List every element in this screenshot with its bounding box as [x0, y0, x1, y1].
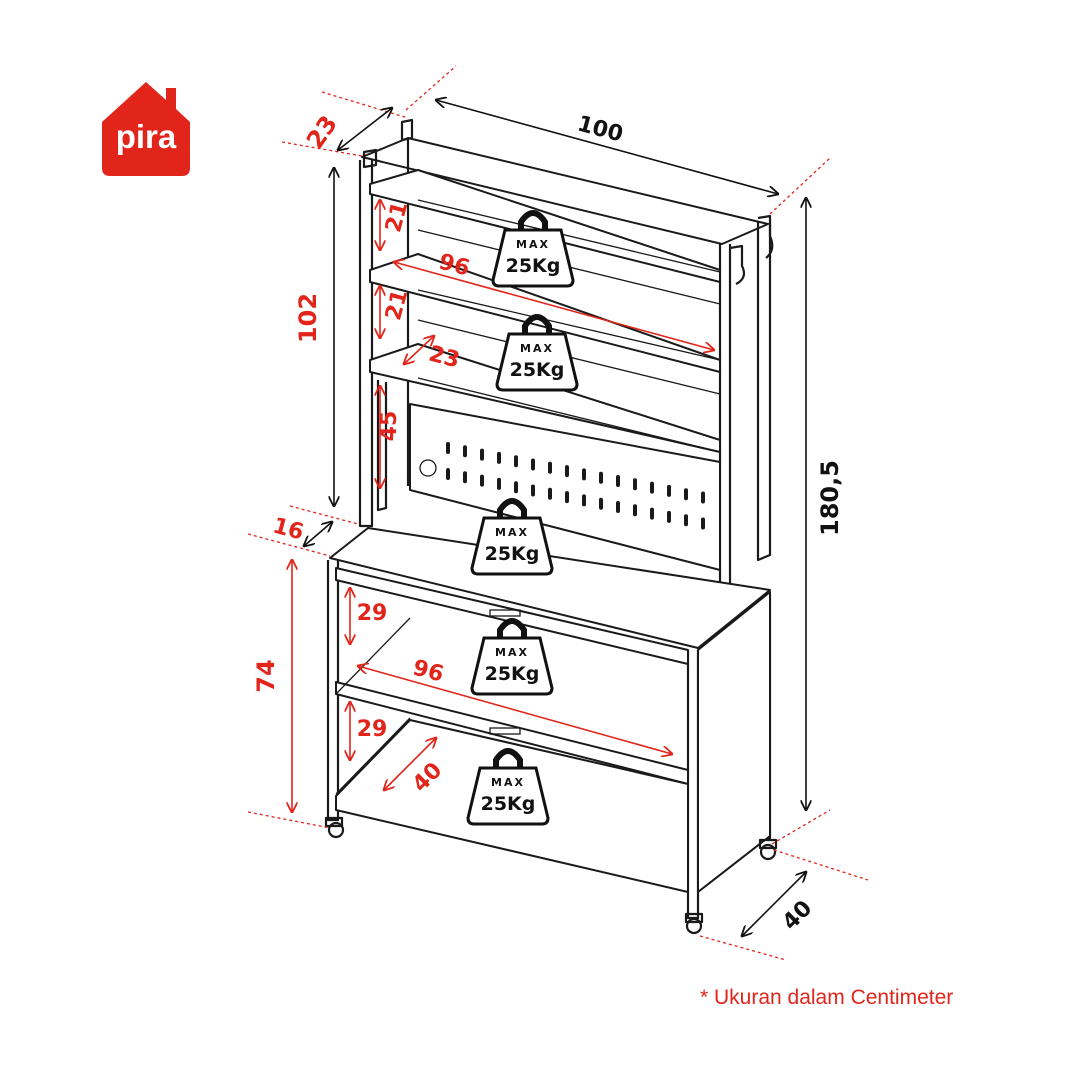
pegboard-slot — [514, 455, 518, 468]
wheel — [758, 838, 778, 861]
label-counter-offset: 16 — [270, 513, 306, 545]
pira-logo: pira — [102, 82, 190, 176]
pegboard-slot — [616, 501, 620, 513]
weight-max-label: MAX — [495, 646, 529, 659]
pegboard-slot — [650, 507, 654, 520]
label-base-depth: 40 — [778, 896, 817, 935]
weight-icon: MAX 25Kg — [466, 748, 550, 826]
pegboard-slot — [565, 491, 569, 504]
weight-max-label: MAX — [491, 776, 525, 789]
pegboard-slot — [463, 445, 467, 458]
label-upper-height: 102 — [294, 293, 322, 343]
left-hook — [400, 118, 414, 142]
pegboard-slot — [616, 475, 620, 487]
pegboard-slot — [497, 477, 501, 490]
right-hook — [757, 214, 774, 259]
pegboard-slot — [531, 458, 535, 471]
label-pegboard-height: 45 — [377, 411, 402, 442]
weight-max-label: MAX — [520, 342, 554, 355]
label-lower-height: 74 — [252, 659, 280, 692]
pegboard-slot — [446, 442, 450, 454]
weight-icon: MAX 25Kg — [470, 618, 554, 696]
pegboard-slot — [480, 474, 484, 487]
pegboard-slot — [582, 494, 586, 507]
lower-cabinet — [324, 527, 778, 935]
pegboard-slot — [480, 448, 484, 461]
pegboard-slot — [701, 491, 705, 504]
pegboard-slot — [463, 471, 467, 484]
counter-top — [329, 527, 771, 649]
pegboard — [409, 403, 721, 571]
logo-house-shape — [102, 82, 190, 176]
pegboard-slots — [446, 442, 705, 530]
pegboard-slot — [667, 484, 671, 497]
pegboard-slot — [633, 478, 637, 491]
label-lower-gap-1: 29 — [357, 601, 388, 626]
weight-icon: MAX 25Kg — [495, 314, 579, 392]
pegboard-slot — [548, 461, 552, 474]
pegboard-slot — [599, 471, 603, 484]
pegboard-slot — [582, 468, 586, 481]
pegboard-slot — [650, 481, 654, 494]
label-total-width: 100 — [575, 111, 626, 147]
weight-value-label: 25Kg — [485, 543, 540, 565]
pegboard-slot — [701, 517, 705, 530]
wheel — [684, 912, 704, 935]
label-top-depth: 23 — [301, 110, 343, 153]
pegboard-slot — [514, 481, 518, 494]
weight-max-label: MAX — [495, 526, 529, 539]
wheel — [324, 816, 345, 839]
weight-value-label: 25Kg — [510, 359, 565, 381]
weight-icon: MAX 25Kg — [491, 210, 575, 288]
pegboard-slot — [446, 468, 450, 480]
cable-hole — [419, 459, 437, 477]
drawer-handle — [489, 609, 521, 617]
pegboard-slot — [633, 504, 637, 517]
pegboard-slot — [531, 484, 535, 497]
pegboard-slot — [599, 497, 603, 510]
weight-value-label: 25Kg — [506, 255, 561, 277]
dimension-labels: 100 23 180,5 102 21 21 96 23 45 16 74 29… — [252, 110, 844, 935]
weight-max-label: MAX — [516, 238, 550, 251]
pegboard-slot — [497, 451, 501, 464]
pegboard-slot — [548, 487, 552, 500]
weight-value-label: 25Kg — [481, 793, 536, 815]
weight-value-label: 25Kg — [485, 663, 540, 685]
pegboard-slot — [684, 488, 688, 501]
weight-icon: MAX 25Kg — [470, 498, 554, 576]
logo-wordmark: pira — [116, 118, 177, 155]
pegboard-slot — [565, 465, 569, 478]
side-panel — [697, 591, 771, 893]
label-lower-gap-2: 29 — [357, 717, 388, 742]
pegboard-slot — [684, 514, 688, 527]
unit-note: * Ukuran dalam Centimeter — [700, 986, 954, 1009]
label-total-height: 180,5 — [816, 460, 844, 536]
pegboard-slot — [667, 510, 671, 523]
dimension-arrows — [292, 100, 806, 936]
